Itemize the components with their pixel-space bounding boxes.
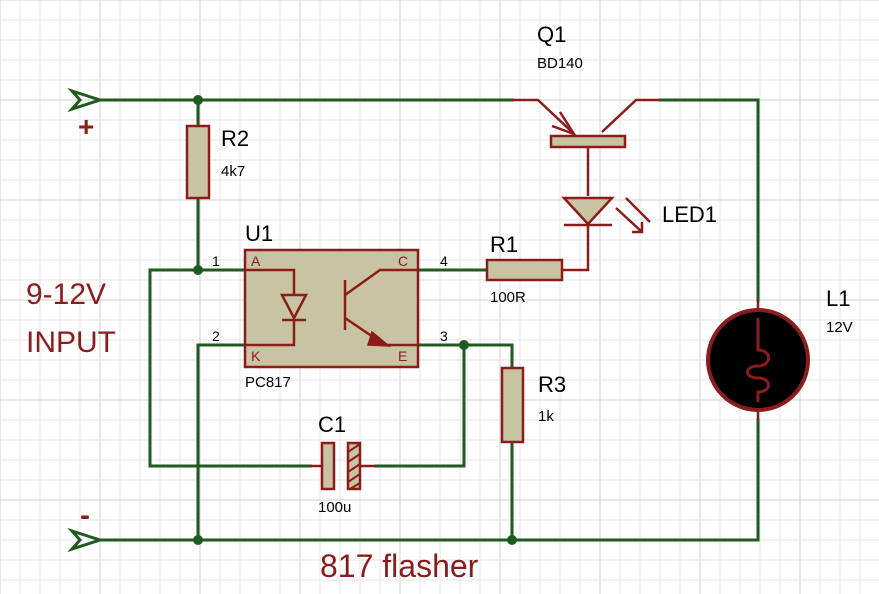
- resistor-r1[interactable]: R1 100R: [485, 232, 564, 306]
- r2-body: [185, 124, 211, 200]
- transistor-q1[interactable]: Q1 BD140: [512, 22, 660, 196]
- wire-q1-collector-to-lamp: [658, 98, 760, 302]
- led1-ref-label: LED1: [662, 202, 717, 227]
- r2-ref-label: R2: [221, 126, 249, 151]
- wire-emitter-to-r3: [416, 343, 514, 370]
- r1-body: [485, 258, 564, 282]
- r3-body: [500, 366, 525, 444]
- q1-emitter-leg: [512, 98, 573, 133]
- l1-bulb-icon: [706, 308, 810, 412]
- lamp-l1[interactable]: L1 12V: [706, 286, 853, 420]
- capacitor-c1[interactable]: C1 100u: [310, 412, 376, 516]
- c1-hatch-icon: [347, 443, 361, 490]
- wire-cathode-to-ground: [196, 343, 247, 542]
- l1-ref-label: L1: [826, 286, 850, 311]
- junction-node: [193, 95, 203, 105]
- terminal-arrow-icon: [67, 527, 105, 553]
- terminal-plus[interactable]: +: [67, 87, 105, 142]
- u1-pin-4-number: 4: [440, 253, 448, 269]
- q1-ref-label: Q1: [537, 22, 566, 47]
- r3-value-label: 1k: [538, 408, 554, 425]
- led1-triangle-icon: [561, 196, 615, 226]
- r1-ref-label: R1: [490, 232, 518, 257]
- wires: [98, 98, 760, 542]
- junctions: [193, 95, 517, 545]
- junction-node: [507, 535, 517, 545]
- u1-pin-e-label: E: [398, 348, 407, 364]
- wire-left-loop: [148, 268, 312, 468]
- junction-node: [459, 340, 469, 350]
- junction-node: [193, 535, 203, 545]
- u1-pin-3-number: 3: [440, 328, 448, 344]
- u1-pin-k-label: K: [251, 348, 261, 364]
- q1-value-label: BD140: [537, 55, 583, 72]
- l1-value-label: 12V: [826, 319, 853, 336]
- terminal-minus[interactable]: -: [67, 499, 105, 553]
- u1-transistor-collector: [344, 268, 418, 297]
- u1-value-label: PC817: [245, 374, 291, 391]
- resistor-r3[interactable]: R3 1k: [500, 366, 566, 444]
- terminal-plus-label: +: [78, 111, 94, 142]
- r2-value-label: 4k7: [221, 163, 245, 180]
- q1-emitter-arrow-icon: [551, 111, 578, 137]
- schematic-title: 817 flasher: [320, 548, 479, 584]
- u1-pin-2-number: 2: [212, 328, 220, 344]
- wire-bottom-rail: [98, 418, 760, 542]
- r1-value-label: 100R: [490, 289, 526, 306]
- terminal-minus-label: -: [80, 499, 90, 532]
- led1-lead: [562, 225, 590, 272]
- q1-collector-leg: [601, 98, 660, 133]
- terminal-arrow-icon: [67, 87, 105, 113]
- r3-ref-label: R3: [538, 372, 566, 397]
- input-voltage-label: 9-12V: [26, 278, 106, 311]
- led-led1[interactable]: LED1: [561, 196, 717, 272]
- u1-diode-triangle-icon: [279, 293, 309, 321]
- led1-emission-arrow-icon: [625, 197, 651, 223]
- c1-plate-positive: [320, 441, 336, 491]
- u1-diode-lead: [245, 320, 296, 347]
- u1-diode-lead: [245, 268, 296, 295]
- u1-pin-1-number: 1: [212, 253, 220, 269]
- q1-base-bar: [549, 134, 627, 149]
- resistor-r2[interactable]: R2 4k7: [185, 124, 249, 200]
- led1-emission-arrow-icon: [615, 207, 644, 234]
- u1-pin-a-label: A: [251, 253, 261, 269]
- u1-ref-label: U1: [245, 221, 273, 246]
- junction-node: [193, 265, 203, 275]
- wire-emitter-to-c1: [374, 343, 466, 468]
- c1-ref-label: C1: [318, 412, 346, 437]
- l1-filament-icon: [746, 318, 770, 402]
- optocoupler-u1[interactable]: A K C E 1 2 3 4 U1 PC817: [212, 221, 448, 391]
- u1-emitter-arrow-icon: [366, 330, 392, 347]
- u1-pin-c-label: C: [398, 253, 408, 269]
- u1-body: [243, 248, 420, 369]
- input-label: INPUT: [26, 326, 116, 359]
- c1-value-label: 100u: [318, 499, 351, 516]
